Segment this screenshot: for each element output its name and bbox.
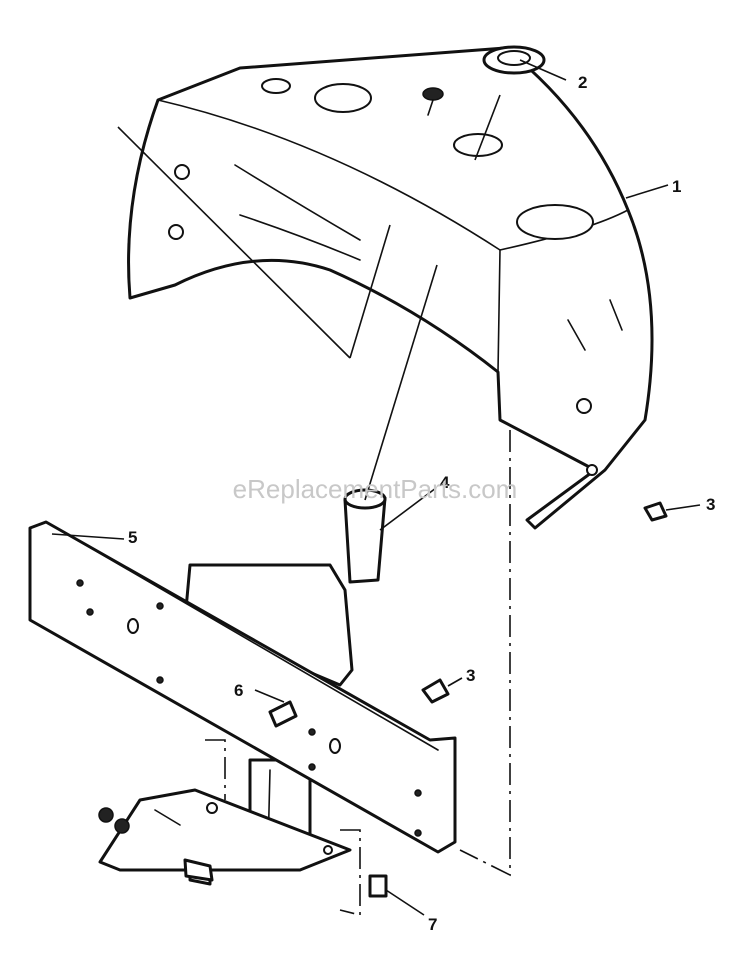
hood-panel [127,46,654,530]
mounting-base-part [98,788,352,886]
callout-7: 7 [428,915,437,934]
center-lines [205,430,511,917]
leader-lines [51,59,701,916]
grommet-part [422,45,546,116]
callout-2: 2 [578,73,587,92]
bolt-part [183,501,668,898]
callout-4: 4 [440,473,450,492]
bracket-plate-part [28,520,457,854]
watermark: eReplacementParts.com [233,474,518,504]
callout-1: 1 [672,177,681,196]
callout-3b: 3 [466,666,475,685]
callout-5: 5 [128,528,137,547]
callout-3a: 3 [706,495,715,514]
callout-6: 6 [234,681,243,700]
